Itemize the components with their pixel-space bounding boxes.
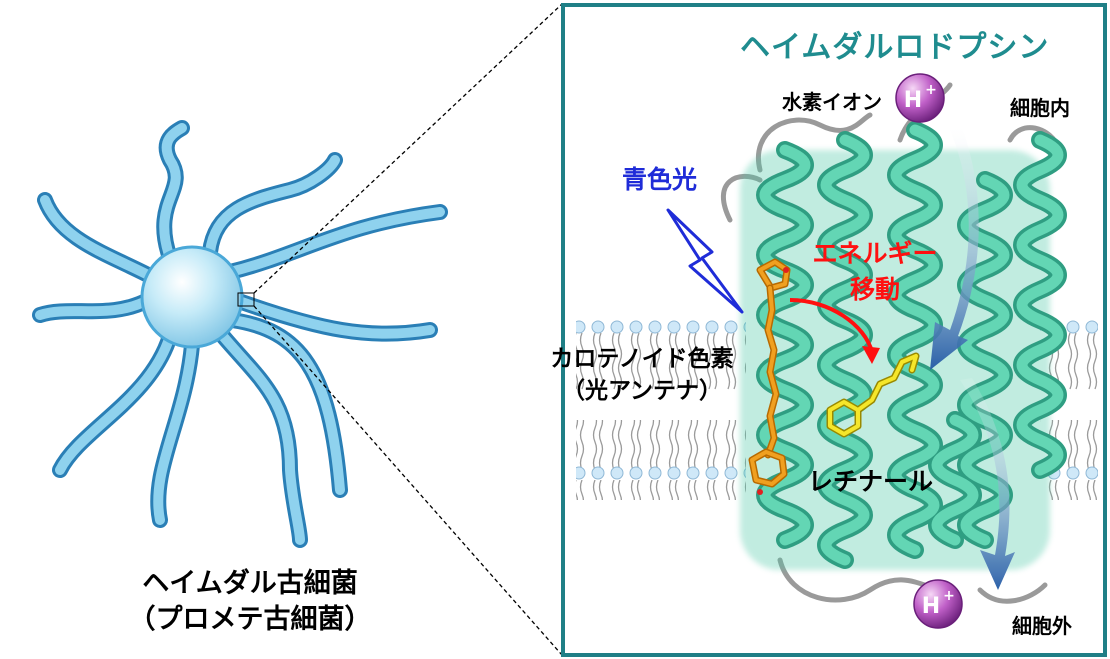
organism-name-line2: （プロメテ古細菌） (128, 604, 372, 635)
proton-intracellular-icon: H + (895, 73, 945, 123)
extracellular-label: 細胞外 (1012, 614, 1072, 638)
zoom-region-box (237, 292, 255, 307)
proton-symbol: H (904, 88, 922, 113)
energy-transfer-label: エネルギー 移動 (800, 236, 950, 308)
proton-charge: + (943, 588, 955, 604)
carotenoid-line1: カロテノイド色素 (550, 346, 734, 372)
intracellular-label: 細胞内 (1010, 96, 1070, 120)
flagella (32, 120, 448, 548)
protein-title: ヘイムダルロドプシン (740, 30, 1050, 65)
proton-extracellular-icon: H + (913, 579, 963, 629)
carotenoid-molecule (748, 258, 791, 495)
carotenoid-line2: （光アンテナ） (561, 378, 723, 404)
proton-symbol: H (922, 594, 940, 619)
cell-body (140, 245, 244, 349)
proton-arrow-upper (930, 128, 979, 370)
blue-light-label: 青色光 (622, 165, 698, 194)
organism-name: ヘイムダル古細菌 （プロメテ古細菌） (60, 566, 440, 638)
blue-light-bolt-icon (666, 208, 744, 314)
retinal-molecule (826, 352, 920, 438)
carotenoid-label: カロテノイド色素 （光アンテナ） (522, 343, 762, 407)
proton-arrow-lower (960, 378, 1015, 590)
proton-flow-arrows (930, 128, 1015, 590)
retinal-label: レチナール (808, 467, 934, 496)
energy-transfer-line1: エネルギー (812, 239, 938, 268)
energy-transfer-line2: 移動 (849, 275, 900, 304)
energy-transfer-arrow (789, 298, 880, 364)
hydrogen-ion-label: 水素イオン (782, 90, 882, 114)
proton-charge: + (925, 82, 937, 98)
organism-name-line1: ヘイムダル古細菌 (142, 568, 358, 599)
archaeon-cell (32, 120, 448, 548)
zoom-lines (253, 3, 563, 656)
